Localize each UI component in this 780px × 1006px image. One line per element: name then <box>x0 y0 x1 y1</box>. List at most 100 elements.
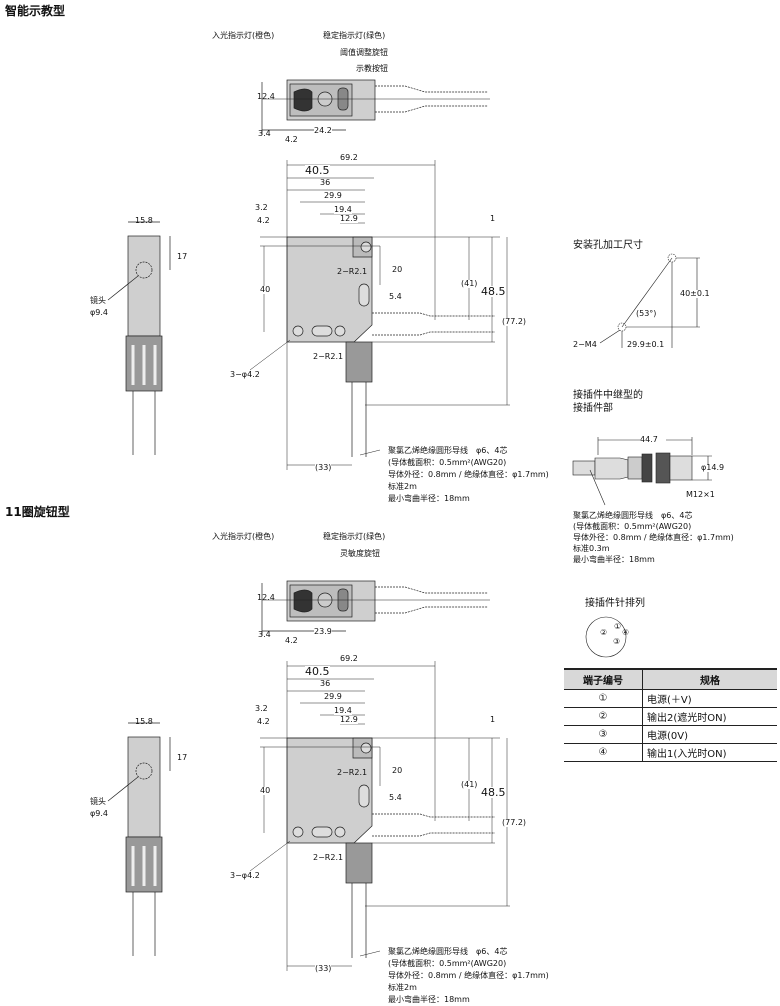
mount-holes-label: 3−φ4.2 <box>230 871 260 880</box>
connector-title-2: 接插件部 <box>573 403 613 414</box>
cable-note-line: 导体外径：0.8mm / 绝缘体直径：φ1.7mm) <box>388 971 549 980</box>
radius-label-bottom: 2−R2.1 <box>313 853 344 862</box>
cable-note-line: 标准2m <box>388 983 417 992</box>
dim-40: 40 <box>260 285 271 294</box>
dim-29-9: 29.9 <box>324 692 342 701</box>
dim-1: 1 <box>490 214 496 223</box>
mount-holes-label: 3−φ4.2 <box>230 370 260 379</box>
terminal-spec: 电源(0V) <box>642 725 777 744</box>
sensor-side-body <box>127 736 161 838</box>
dim-top-height: 12.4 <box>257 593 275 602</box>
connector-note-line: 聚氯乙烯绝缘圆形导线 φ6、4芯 <box>573 511 693 520</box>
dim-top-offset-b: 4.2 <box>285 135 298 144</box>
connector-note: 聚氯乙烯绝缘圆形导线 φ6、4芯 (导体截面积：0.5mm²(AWG20) 导体… <box>573 510 734 565</box>
dim-side-width: 15.8 <box>135 717 153 726</box>
dim-side-lens-offset: 17 <box>177 753 188 762</box>
dim-3-2: 3.2 <box>255 704 268 713</box>
connector-length: 44.7 <box>640 435 658 444</box>
cable-note-line: 聚氯乙烯绝缘圆形导线 φ6、4芯 <box>388 446 508 455</box>
dim-19-4: 19.4 <box>334 706 352 715</box>
dim-33: (33) <box>315 463 332 472</box>
stability-indicator-label: 稳定指示灯(绿色) <box>323 532 386 541</box>
cable-note-line: 导体外径：0.8mm / 绝缘体直径：φ1.7mm) <box>388 470 549 479</box>
mounting-title: 安装孔加工尺寸 <box>573 240 643 251</box>
dim-41: (41) <box>461 780 478 789</box>
pin-1: ① <box>614 622 622 631</box>
connector-title-1: 接插件中继型的 <box>573 390 643 401</box>
dim-33: (33) <box>315 964 332 973</box>
dim-48-5: 48.5 <box>481 786 506 799</box>
dim-12-9: 12.9 <box>340 715 358 724</box>
dim-top-offset-b: 4.2 <box>285 636 298 645</box>
section-smart-teach: 入光指示灯(橙色) 稳定指示灯(绿色) 阈值调整旋钮 示教按钮 12.4 3.4… <box>0 0 560 503</box>
dim-1: 1 <box>490 715 496 724</box>
dim-12-9: 12.9 <box>340 214 358 223</box>
terminal-spec: 电源(＋V) <box>642 689 777 708</box>
dim-4-2: 4.2 <box>257 717 270 726</box>
cable-note-line: (导体截面积：0.5mm²(AWG20) <box>388 959 507 968</box>
mounting-horizontal-dim: 29.9±0.1 <box>627 340 665 349</box>
header-spec: 规格 <box>642 668 777 690</box>
terminal-no: ② <box>564 707 643 726</box>
dim-29-9: 29.9 <box>324 191 342 200</box>
dim-4-2: 4.2 <box>257 216 270 225</box>
connector-note-line: 导体外径：0.8mm / 绝缘体直径：φ1.7mm) <box>573 533 734 542</box>
lens-label: 镜头 <box>90 296 106 305</box>
pin-4: ④ <box>622 628 630 637</box>
dimension-drawing <box>107 79 510 470</box>
lens-label: 镜头 <box>90 797 106 806</box>
light-indicator-label: 入光指示灯(橙色) <box>212 532 275 541</box>
radius-label-bottom: 2−R2.1 <box>313 352 344 361</box>
dim-40-5: 40.5 <box>305 164 330 177</box>
cable-note: 聚氯乙烯绝缘圆形导线 φ6、4芯 (导体截面积：0.5mm²(AWG20) 导体… <box>388 445 549 505</box>
stability-indicator-label: 稳定指示灯(绿色) <box>323 31 386 40</box>
terminal-no: ③ <box>564 725 643 744</box>
radius-label-side: 2−R2.1 <box>337 267 368 276</box>
dim-19-4: 19.4 <box>334 205 352 214</box>
cable-note-line: (导体截面积：0.5mm²(AWG20) <box>388 458 507 467</box>
dim-top-offset-a: 3.4 <box>258 129 271 138</box>
dim-69-2: 69.2 <box>340 153 358 162</box>
teach-button-label: 示教按钮 <box>356 64 388 73</box>
dim-5-4: 5.4 <box>389 793 402 802</box>
dim-3-2: 3.2 <box>255 203 268 212</box>
lens-diameter: φ9.4 <box>90 809 108 818</box>
terminal-spec: 输出2(遮光时ON) <box>642 707 777 726</box>
dim-40: 40 <box>260 786 271 795</box>
connector-diameter: φ14.9 <box>701 463 725 472</box>
cable-note-line: 标准2m <box>388 482 417 491</box>
pin-2: ② <box>600 628 608 637</box>
dim-36: 36 <box>320 679 331 688</box>
radius-label-side: 2−R2.1 <box>337 768 368 777</box>
dim-side-lens-offset: 17 <box>177 252 188 261</box>
light-indicator-label: 入光指示灯(橙色) <box>212 31 275 40</box>
sensor-side-body <box>127 235 161 337</box>
cable-note-line: 聚氯乙烯绝缘圆形导线 φ6、4芯 <box>388 947 508 956</box>
adjuster-label: 阈值调整旋钮 <box>340 48 388 57</box>
connector-note-line: (导体截面积：0.5mm²(AWG20) <box>573 522 692 531</box>
dim-69-2: 69.2 <box>340 654 358 663</box>
dimension-drawing <box>107 580 510 971</box>
section-title: 智能示教型 <box>5 4 66 18</box>
adjuster-label: 灵敏度旋钮 <box>340 549 380 558</box>
section-title: 11圈旋钮型 <box>5 505 70 519</box>
connector-note-line: 最小弯曲半径：18mm <box>573 555 655 564</box>
dim-top-width: 23.9 <box>314 627 332 636</box>
pin-3: ③ <box>613 637 621 646</box>
dim-40-5: 40.5 <box>305 665 330 678</box>
dim-41: (41) <box>461 279 478 288</box>
dim-20: 20 <box>392 265 403 274</box>
cable-note-line: 最小弯曲半径：18mm <box>388 494 470 503</box>
terminal-no: ④ <box>564 743 643 762</box>
dim-77-2: (77.2) <box>502 317 527 326</box>
mounting-holes: 2−M4 <box>573 340 597 349</box>
lens-diameter: φ9.4 <box>90 308 108 317</box>
terminal-no: ① <box>564 689 643 708</box>
connector-note-line: 标准0.3m <box>573 544 610 553</box>
mounting-angle: (53°) <box>636 309 657 318</box>
